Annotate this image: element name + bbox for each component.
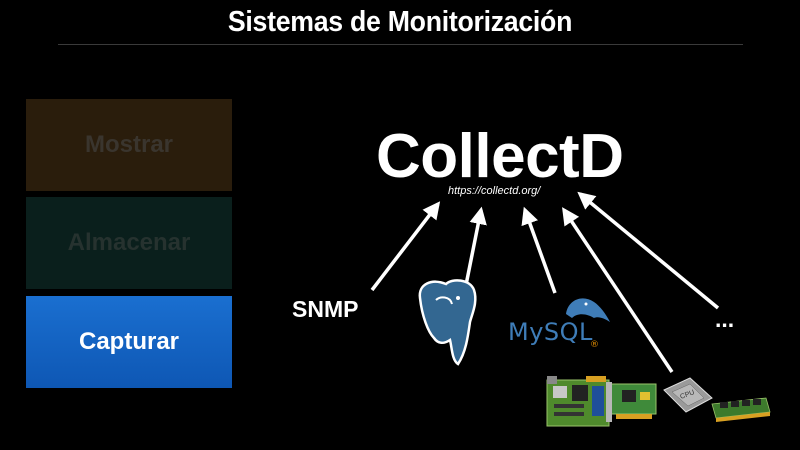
slide-title: Sistemas de Monitorización — [227, 6, 573, 38]
svg-text:CPU: CPU — [679, 389, 695, 401]
stack-layer-almacenar-label: Almacenar — [67, 229, 191, 256]
arrow-more — [577, 191, 720, 310]
stack-layer-capturar-label: Capturar — [78, 328, 180, 355]
ram-module-icon — [711, 397, 771, 422]
collectd-url: https://collectd.org/ — [448, 185, 541, 197]
arrow-postgresql — [463, 206, 487, 291]
stack-layer-almacenar: Almacenar — [26, 197, 232, 289]
source-snmp: SNMP — [292, 296, 359, 322]
motherboard-icon — [546, 376, 610, 427]
arrow-snmp — [370, 201, 441, 292]
arrow-mysql — [521, 206, 557, 294]
svg-text:®: ® — [590, 340, 599, 350]
cpu-icon: CPU — [663, 377, 713, 413]
collectd-name: CollectD — [376, 122, 624, 191]
title-divider — [58, 44, 743, 45]
stack-layer-mostrar-label: Mostrar — [84, 131, 174, 158]
arrow-hardware — [562, 207, 674, 373]
postgresql-elephant-icon — [418, 279, 477, 366]
stack-layer-mostrar: Mostrar — [26, 99, 232, 191]
source-more: ... — [715, 306, 735, 332]
mysql-dolphin-icon — [566, 298, 610, 322]
expansion-card-icon — [606, 382, 657, 422]
stack-layer-capturar: Capturar — [26, 296, 232, 388]
source-mysql-logo-text: MySQL — [508, 318, 593, 346]
